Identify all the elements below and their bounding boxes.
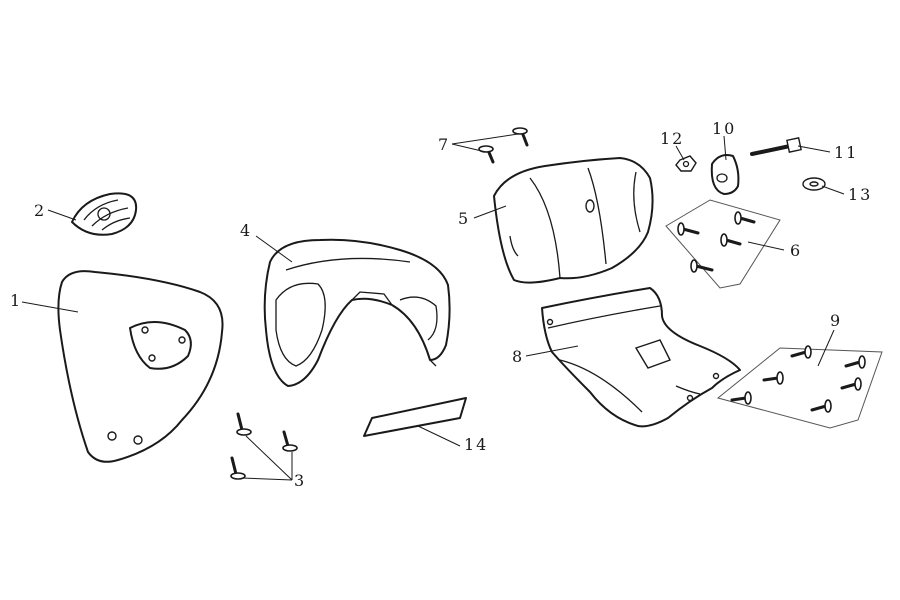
screw — [512, 127, 529, 147]
part-1-front-panel — [57, 270, 224, 463]
part-3-screws — [230, 412, 298, 480]
callout-1: 1 — [10, 291, 22, 310]
part-13-washer — [802, 177, 826, 191]
leader-1 — [21, 301, 79, 313]
callout-5: 5 — [458, 209, 470, 228]
part-10-cap — [710, 154, 740, 195]
leader-6 — [747, 241, 785, 251]
screw — [840, 377, 862, 391]
callout-14: 14 — [464, 435, 488, 454]
leader-7b — [451, 143, 487, 153]
leader-10 — [723, 135, 727, 161]
screw — [730, 391, 752, 405]
leader-9 — [817, 329, 835, 367]
part-12-nut — [675, 155, 697, 172]
callout-7: 7 — [438, 135, 450, 154]
screw — [790, 345, 812, 359]
callout-9: 9 — [830, 311, 842, 330]
callout-2: 2 — [34, 201, 46, 220]
screw — [236, 412, 252, 436]
part-5-inner-panel — [493, 157, 654, 284]
part-14-decal-strip — [363, 397, 467, 437]
callout-4: 4 — [240, 221, 252, 240]
leader-12 — [675, 145, 685, 161]
screw — [844, 355, 866, 369]
callout-labels: 1 2 3 4 5 6 7 8 9 10 11 12 13 14 — [10, 119, 872, 490]
screw — [810, 399, 832, 413]
leader-2 — [47, 209, 77, 221]
part-11-bolt — [750, 137, 802, 156]
screw — [720, 233, 742, 247]
part-8-floor-panel — [541, 287, 741, 428]
leader-11 — [797, 145, 831, 153]
leader-lines — [21, 133, 845, 481]
leader-4 — [255, 235, 293, 263]
screw — [734, 211, 756, 225]
screw — [762, 371, 784, 385]
screw — [478, 145, 495, 164]
leader-13 — [821, 185, 845, 195]
screw — [230, 456, 246, 480]
callout-12: 12 — [660, 129, 684, 148]
part-9-screw-set — [716, 345, 883, 429]
screw — [282, 430, 298, 452]
leader-7a — [451, 133, 519, 145]
callout-3: 3 — [294, 471, 306, 490]
leader-14 — [417, 425, 461, 447]
leader-3a — [245, 435, 293, 481]
callout-13: 13 — [848, 185, 872, 204]
callout-11: 11 — [834, 143, 858, 162]
leader-8 — [525, 345, 579, 357]
screw — [677, 222, 700, 236]
screw — [690, 259, 714, 273]
callout-6: 6 — [790, 241, 802, 260]
part-6-screw-set — [665, 199, 781, 289]
part-4-front-fairing — [263, 238, 451, 387]
part-2-emblem — [71, 192, 138, 236]
leader-3c — [241, 477, 293, 481]
callout-8: 8 — [512, 347, 524, 366]
callout-10: 10 — [712, 119, 736, 138]
part-7-screws — [478, 127, 529, 164]
leader-5 — [473, 205, 507, 219]
